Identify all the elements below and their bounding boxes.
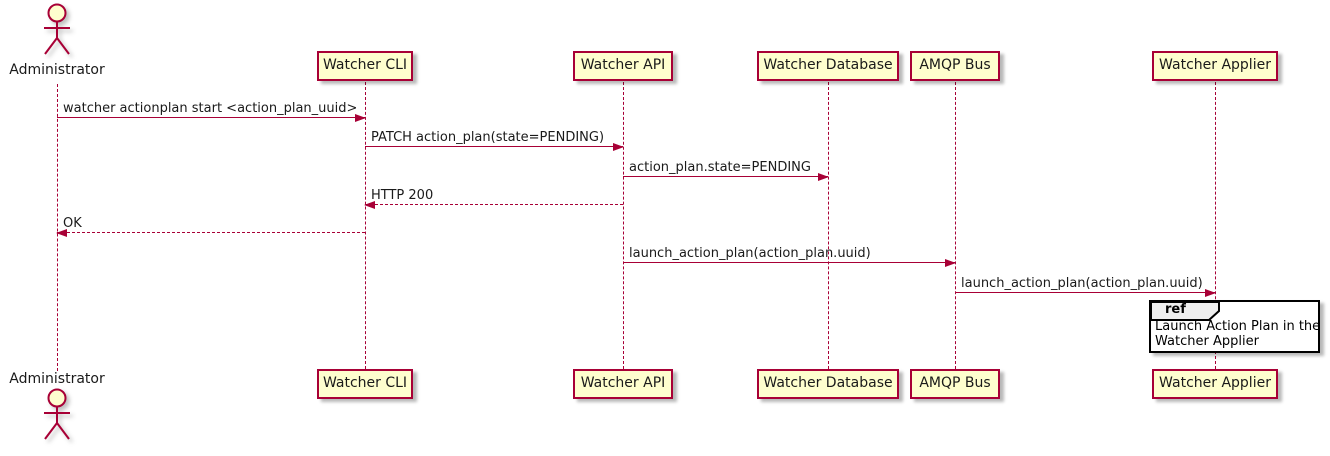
ref-text-line1: Launch Action Plan in the xyxy=(1155,319,1321,334)
arrowhead-right-icon xyxy=(613,143,624,151)
ref-keyword: ref xyxy=(1165,302,1186,317)
message-patch-action-plan: PATCH action_plan(state=PENDING) xyxy=(365,127,624,151)
message-label: HTTP 200 xyxy=(371,188,434,203)
message-ok: OK xyxy=(56,213,365,237)
arrowhead-right-icon xyxy=(818,173,829,181)
actor-icon xyxy=(44,3,70,55)
message-label: PATCH action_plan(state=PENDING) xyxy=(371,130,605,145)
arrowhead-left-icon xyxy=(364,201,375,209)
participant-watcher-api-bottom: Watcher API xyxy=(573,369,673,399)
participant-watcher-applier-top: Watcher Applier xyxy=(1152,51,1278,81)
participant-watcher-database-bottom: Watcher Database xyxy=(757,369,899,399)
arrowhead-right-icon xyxy=(355,114,366,122)
participant-watcher-api-top: Watcher API xyxy=(573,51,673,81)
actor-label-bottom: Administrator xyxy=(9,371,105,387)
message-state-pending: action_plan.state=PENDING xyxy=(623,157,829,181)
message-label: watcher actionplan start <action_plan_uu… xyxy=(63,101,358,116)
lifeline-watcher-api xyxy=(623,82,624,369)
message-http-200: HTTP 200 xyxy=(364,185,623,209)
message-launch-action-plan-applier: launch_action_plan(action_plan.uuid) xyxy=(955,273,1216,297)
participant-amqp-bus-bottom: AMQP Bus xyxy=(910,369,1000,399)
arrowhead-left-icon xyxy=(56,229,67,237)
arrowhead-right-icon xyxy=(1205,289,1216,297)
message-label: action_plan.state=PENDING xyxy=(629,160,811,175)
actor-label-top: Administrator xyxy=(9,62,105,78)
actor-icon xyxy=(44,388,70,440)
participant-watcher-applier-bottom: Watcher Applier xyxy=(1152,369,1278,399)
message-label: launch_action_plan(action_plan.uuid) xyxy=(629,246,871,261)
message-label: OK xyxy=(63,216,82,231)
message-actionplan-start: watcher actionplan start <action_plan_uu… xyxy=(57,98,366,122)
lifeline-watcher-cli xyxy=(365,82,366,369)
participant-watcher-database-top: Watcher Database xyxy=(757,51,899,81)
arrowhead-right-icon xyxy=(945,259,956,267)
lifeline-amqp-bus xyxy=(955,82,956,369)
participant-watcher-cli-top: Watcher CLI xyxy=(317,51,413,81)
message-label: launch_action_plan(action_plan.uuid) xyxy=(961,276,1203,291)
lifeline-watcher-applier xyxy=(1215,82,1216,369)
participant-amqp-bus-top: AMQP Bus xyxy=(910,51,1000,81)
lifeline-watcher-database xyxy=(828,82,829,369)
participant-watcher-cli-bottom: Watcher CLI xyxy=(317,369,413,399)
ref-text-line2: Watcher Applier xyxy=(1155,334,1259,349)
ref-header-pentagon-icon xyxy=(1150,301,1220,321)
lifeline-administrator xyxy=(57,84,58,371)
ref-fragment: ref Launch Action Plan in the Watcher Ap… xyxy=(1149,300,1320,353)
message-launch-action-plan-amqp: launch_action_plan(action_plan.uuid) xyxy=(623,243,956,267)
